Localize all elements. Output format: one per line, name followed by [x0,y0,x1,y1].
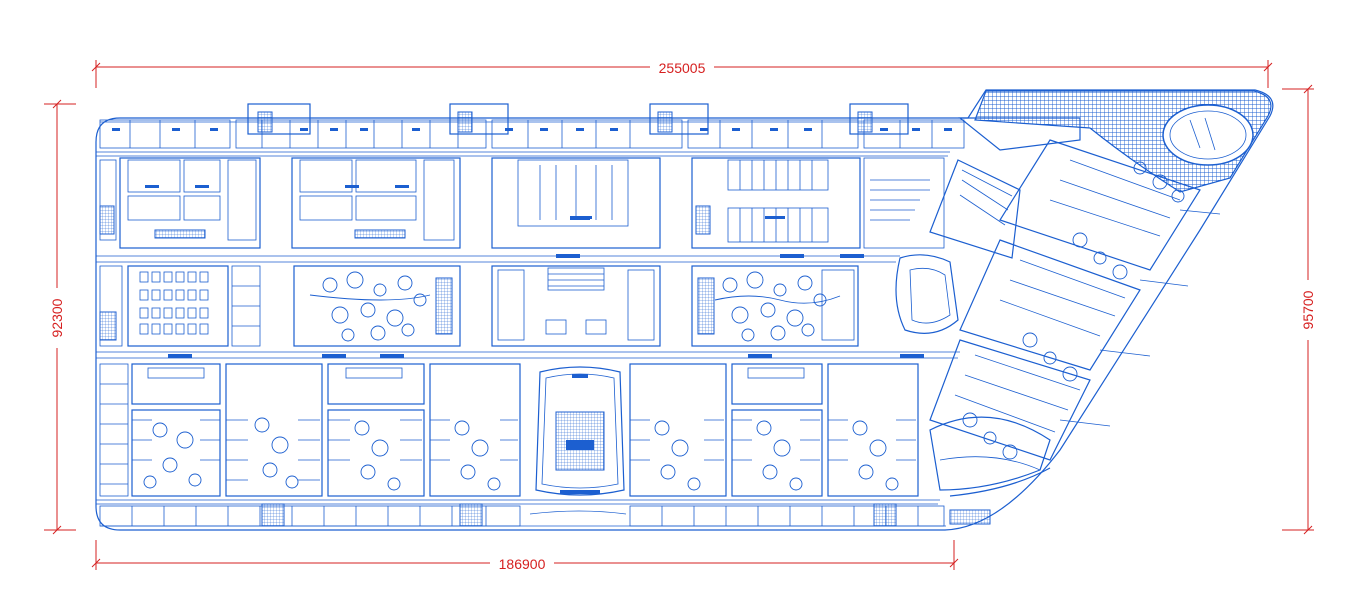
dimension-left: 92300 [44,99,76,535]
dimension-bottom-label: 186900 [499,556,546,572]
oval-atrium [1162,104,1254,166]
dimension-right: 95700 [1282,84,1317,535]
lower-blocks [99,363,919,497]
dimension-top: 255005 [91,58,1273,88]
upper-blocks [99,157,945,249]
furniture-marks [145,185,924,358]
dimension-bottom: 186900 [91,540,959,572]
dimension-top-label: 255005 [659,60,706,76]
angled-wing [895,117,1221,525]
central-atrium [535,366,625,496]
dimension-right-label: 95700 [1300,290,1316,329]
dimension-left-label: 92300 [49,298,65,337]
middle-blocks [99,265,859,347]
bottom-room-row [99,503,945,527]
top-room-row [99,119,965,149]
